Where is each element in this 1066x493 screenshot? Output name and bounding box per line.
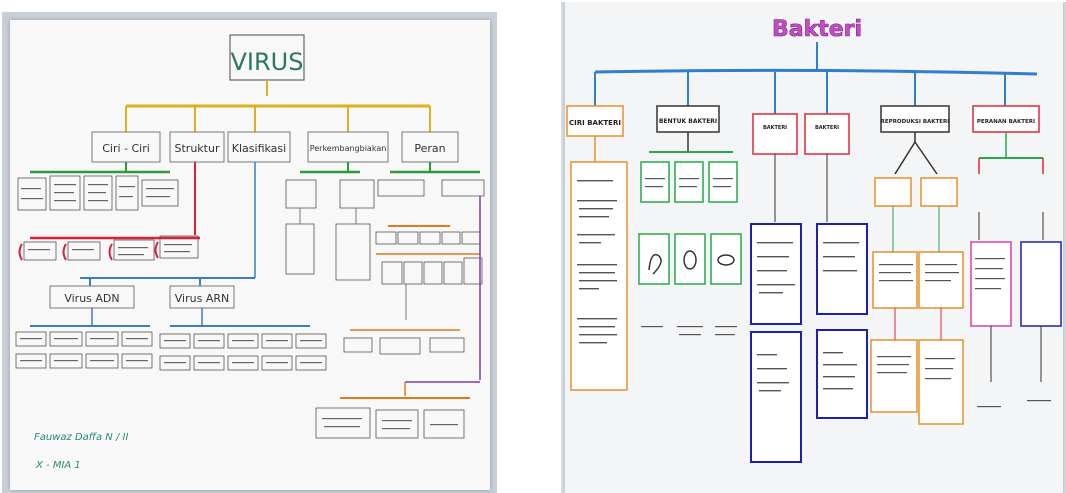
virus-perkembangbiakan-label: Perkembangbiakan bbox=[310, 144, 387, 153]
virus-ciri-label: Ciri - Ciri bbox=[102, 142, 150, 155]
bakteri-gram-negatif-list bbox=[816, 223, 868, 315]
bakteri-ciri-label: CIRI BAKTERI bbox=[569, 119, 621, 127]
virus-struktur-label: Struktur bbox=[175, 142, 220, 155]
bakteri-peranan-menguntungkan-box bbox=[970, 241, 1012, 327]
bakteri-paper-sheet: Bakteri CIRI BAKTERI BENTUK BAKTERI BAKT… bbox=[565, 2, 1063, 493]
bakteri-reproduksi-box bbox=[880, 105, 950, 133]
virus-arn-label: Virus ARN bbox=[175, 292, 229, 305]
bakteri-mindmap-drawing: Bakteri CIRI BAKTERI BENTUK BAKTERI BAKT… bbox=[566, 17, 1062, 463]
virus-klasifikasi-label: Klasifikasi bbox=[232, 142, 286, 155]
virus-author-name: Fauwaz Daffa N / II bbox=[34, 432, 128, 443]
bakteri-main-branch bbox=[594, 68, 1038, 76]
bakteri-gram-negatif-examples bbox=[816, 329, 868, 419]
bakteri-reproduksi-label: REPRODUKSI BAKTERI bbox=[881, 119, 950, 125]
bakteri-gram-negatif-box bbox=[804, 113, 850, 155]
virus-paper-sheet: VIRUS Ciri - Ciri Struktur Klasifikasi P… bbox=[10, 20, 490, 490]
bakteri-title: Bakteri bbox=[772, 17, 862, 42]
virus-struktur-box bbox=[169, 131, 225, 163]
bakteri-bentuk-box bbox=[656, 105, 720, 133]
bakteri-ciri-list-box bbox=[570, 161, 628, 391]
virus-peran-label: Peran bbox=[414, 142, 445, 155]
virus-mindmap-photo: VIRUS Ciri - Ciri Struktur Klasifikasi P… bbox=[2, 12, 497, 493]
bakteri-mindmap-photo: Bakteri CIRI BAKTERI BENTUK BAKTERI BAKT… bbox=[561, 2, 1066, 493]
bakteri-gram-positif-list bbox=[750, 223, 802, 325]
virus-author-class: X - MIA 1 bbox=[35, 460, 81, 471]
bakteri-peranan-label: PERANAN BAKTERI bbox=[977, 119, 1035, 125]
bakteri-peranan-merugikan-box bbox=[1020, 241, 1062, 327]
virus-title: VIRUS bbox=[231, 48, 304, 76]
virus-mindmap-drawing: VIRUS Ciri - Ciri Struktur Klasifikasi P… bbox=[15, 34, 485, 471]
virus-klasifikasi-box bbox=[227, 131, 291, 163]
bakteri-gram-negatif-label: BAKTERI bbox=[815, 125, 839, 131]
bakteri-gram-positif-label: BAKTERI bbox=[763, 125, 787, 131]
bakteri-ciri-box bbox=[566, 105, 624, 137]
virus-adn-label: Virus ADN bbox=[64, 292, 119, 305]
bakteri-gram-positif-box bbox=[752, 113, 798, 155]
bakteri-bentuk-label: BENTUK BAKTERI bbox=[659, 118, 717, 125]
bakteri-gram-positif-examples bbox=[750, 331, 802, 463]
